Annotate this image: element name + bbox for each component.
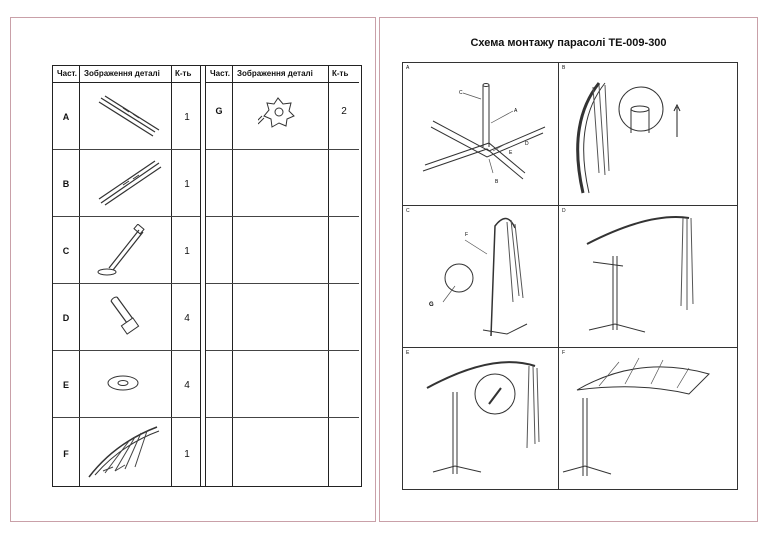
divider — [232, 66, 233, 486]
umbrella-mounting-diagram-icon: F G — [429, 217, 528, 337]
step-f: F — [559, 348, 739, 491]
step-letter: F — [562, 350, 566, 356]
table-row — [206, 149, 359, 217]
table-row: A 1 — [53, 82, 200, 150]
table-header: Част. Зображення деталі К-ть — [206, 66, 359, 83]
table-row: E 4 — [53, 350, 200, 418]
cross-base-bar-icon — [98, 95, 160, 137]
part-qty: 4 — [184, 313, 190, 324]
divider — [403, 347, 737, 348]
table-row: B 1 — [53, 149, 200, 217]
part-letter: G — [215, 106, 223, 116]
step-letter: E — [406, 350, 410, 356]
divider — [558, 63, 559, 489]
step-a: A C A D E B — [403, 63, 558, 205]
assembly-steps: A C A D E B B C — [402, 62, 738, 490]
crank-open-diagram-icon — [426, 361, 540, 474]
step-letter: A — [406, 65, 410, 71]
umbrella-insertion-diagram-icon — [576, 82, 681, 194]
parts-column-right: Част. Зображення деталі К-ть G 2 — [205, 66, 359, 486]
part-letter: E — [62, 380, 69, 390]
washer-icon — [107, 375, 139, 391]
table-row: D 4 — [53, 283, 200, 351]
table-row — [206, 417, 359, 486]
base-assembly-diagram-icon: C A D E B — [422, 83, 546, 185]
part-qty: 1 — [184, 246, 190, 257]
label-b: B — [495, 179, 499, 185]
header-image: Зображення деталі — [84, 69, 160, 78]
step-letter: D — [562, 208, 566, 214]
step-c: C F G — [403, 206, 558, 347]
label-c: C — [459, 90, 463, 96]
right-sheet — [379, 17, 758, 522]
label-g: G — [429, 302, 434, 308]
opened-umbrella-diagram-icon — [562, 357, 710, 476]
step-letter: B — [562, 65, 566, 71]
left-sheet — [10, 17, 376, 522]
table-row: C 1 — [53, 216, 200, 284]
label-e: E — [509, 150, 513, 156]
header-image: Зображення деталі — [237, 69, 313, 78]
step-d: D — [559, 206, 739, 347]
pole-with-plate-icon — [97, 224, 145, 276]
parts-column-left: Част. Зображення деталі К-ть A 1 B 1 C — [53, 66, 201, 486]
table-row — [206, 283, 359, 351]
step-e: E — [403, 348, 558, 491]
table-row: G 2 — [206, 82, 359, 150]
part-qty: 1 — [184, 179, 190, 190]
table-row — [206, 216, 359, 284]
part-letter: C — [62, 246, 70, 256]
divider — [328, 66, 329, 486]
part-letter: D — [62, 313, 70, 323]
table-row: F 1 — [53, 417, 200, 486]
header-part: Част. — [57, 69, 77, 78]
page-title: Схема монтажу парасолі TE-009-300 — [470, 37, 667, 49]
label-f: F — [465, 232, 468, 238]
label-a: A — [514, 108, 518, 114]
folded-umbrella-icon — [88, 426, 160, 478]
cross-base-bar-short-icon — [98, 160, 162, 206]
part-qty: 2 — [341, 106, 347, 117]
divider — [403, 205, 737, 206]
star-knob-icon — [258, 97, 295, 128]
bolt-icon — [110, 296, 140, 335]
part-qty: 1 — [184, 112, 190, 123]
label-d: D — [525, 141, 529, 147]
header-qty: К-ть — [332, 69, 349, 78]
parts-table: Част. Зображення деталі К-ть A 1 B 1 C — [52, 65, 362, 487]
divider — [79, 66, 80, 486]
step-b: B — [559, 63, 739, 205]
part-qty: 4 — [184, 380, 190, 391]
step-letter: C — [406, 208, 410, 214]
part-qty: 1 — [184, 449, 190, 460]
header-qty: К-ть — [175, 69, 192, 78]
part-letter: A — [62, 112, 70, 122]
part-letter: B — [62, 179, 70, 189]
header-part: Част. — [210, 69, 230, 78]
arm-extension-diagram-icon — [586, 216, 694, 333]
part-letter: F — [63, 449, 69, 459]
table-header: Част. Зображення деталі К-ть — [53, 66, 200, 83]
divider — [171, 66, 172, 486]
table-row — [206, 350, 359, 418]
